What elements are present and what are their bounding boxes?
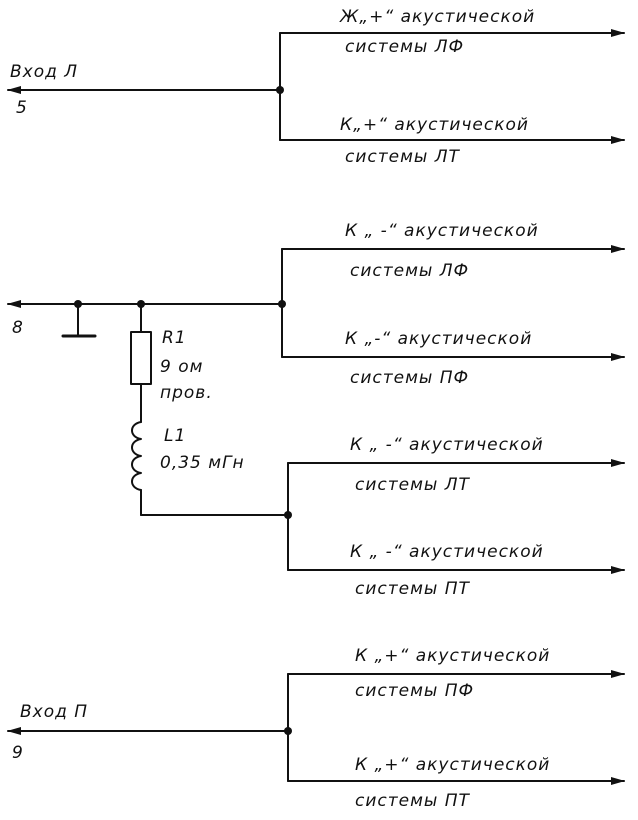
junction-dot-2 <box>284 727 292 735</box>
lower-junction-dot <box>284 511 292 519</box>
r1-type: пров. <box>160 383 213 403</box>
input-right-pin: 9 <box>12 743 24 763</box>
input-left-pin: 5 <box>16 98 28 118</box>
common-pin: 8 <box>12 318 24 338</box>
input-left-label: Вход Л <box>10 62 78 82</box>
l1-name: L1 <box>164 426 186 446</box>
output-lf-line1: Ж„+“ акустической <box>339 7 535 27</box>
output-minus-pf-line1: К „-“ акустической <box>345 329 532 349</box>
inductor-l1 <box>131 421 142 491</box>
output-pf-line1: К „+“ акустической <box>355 646 550 666</box>
output-minus-lf-line2: системы ЛФ <box>350 261 469 281</box>
group-common-minus: 8 R1 9 ом пров. L1 0,35 мГн К „ -“ акуст… <box>7 221 625 599</box>
output-lt-line1: К„+“ акустической <box>340 115 529 135</box>
output-minus-lt-line2: системы ЛТ <box>355 475 471 495</box>
r1-value: 9 ом <box>160 357 203 377</box>
input-right-label: Вход П <box>20 702 88 722</box>
junction-dot <box>276 86 284 94</box>
output-pt-line1: К „+“ акустической <box>355 755 550 775</box>
output-minus-lf-line1: К „ -“ акустической <box>345 221 539 241</box>
output-pt-line2: системы ПТ <box>355 791 471 811</box>
upper-junction-dot <box>278 300 286 308</box>
output-minus-pt-line2: системы ПТ <box>355 579 471 599</box>
output-pf-line2: системы ПФ <box>355 681 474 701</box>
output-minus-pf-line2: системы ПФ <box>350 368 469 388</box>
output-lt-line2: системы ЛТ <box>345 147 461 167</box>
resistor-r1 <box>130 331 152 385</box>
output-minus-pt-line1: К „ -“ акустической <box>350 542 544 562</box>
group-input-right: Вход П 9 К „+“ акустической системы ПФ К… <box>7 646 625 811</box>
ground-junction-dot <box>74 300 82 308</box>
output-minus-lt-line1: К „ -“ акустической <box>350 435 544 455</box>
group-input-left: Вход Л 5 Ж„+“ акустической системы ЛФ К„… <box>7 7 625 167</box>
output-lf-line2: системы ЛФ <box>345 37 464 57</box>
r1-name: R1 <box>162 328 187 348</box>
l1-value: 0,35 мГн <box>160 453 245 473</box>
